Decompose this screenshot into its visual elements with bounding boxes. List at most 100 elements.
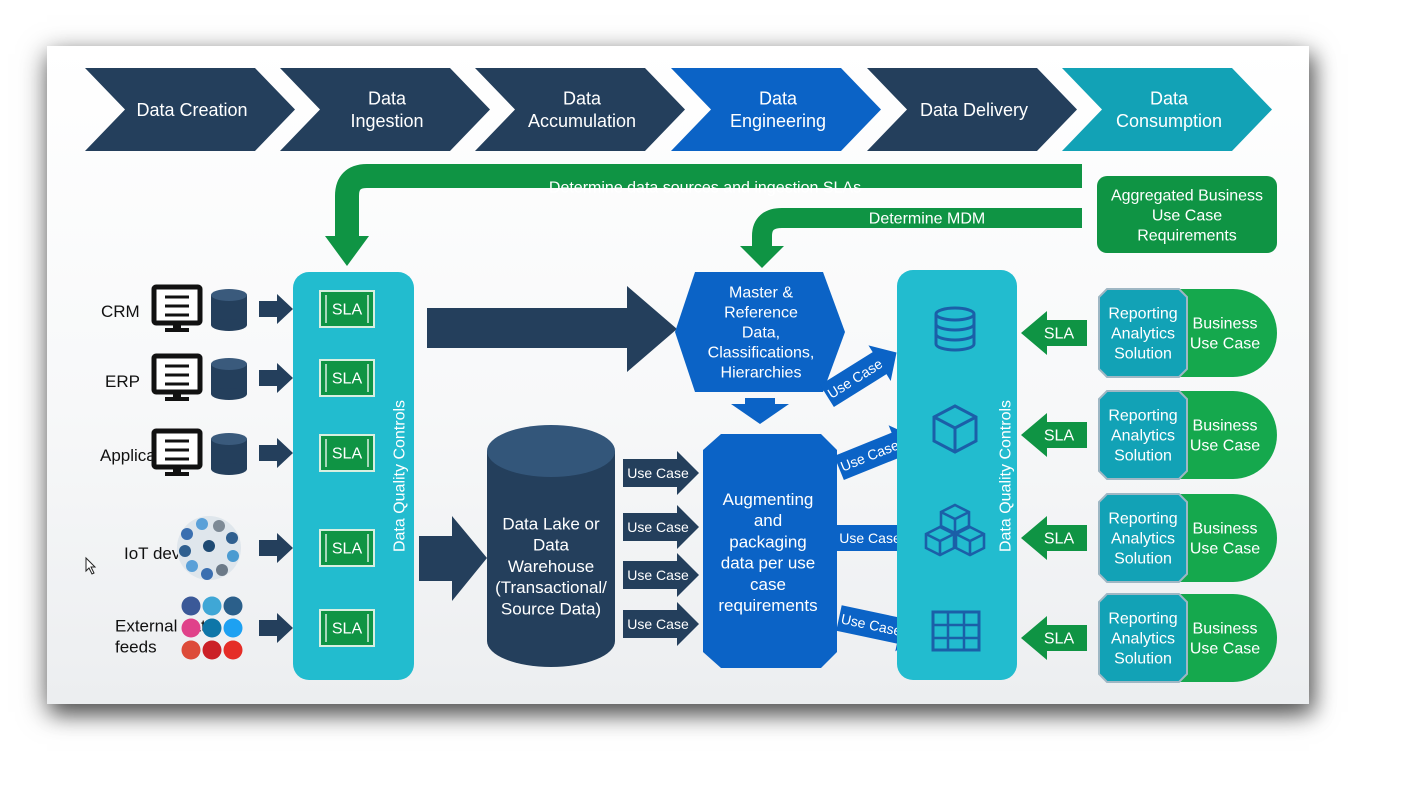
computer-icon-stand: [173, 392, 181, 398]
use-case-out-arrow-shape: [820, 345, 897, 408]
feedback-arrow-sources: [335, 164, 1082, 242]
sla-badge: [319, 290, 375, 328]
use-case-arrow: [623, 451, 699, 495]
stage-chevron: [671, 68, 881, 151]
database-icon-bottom: [211, 463, 247, 475]
iot-device-dot: [216, 564, 228, 576]
stage-label: Data Delivery: [920, 100, 1028, 120]
iot-device-dot: [203, 540, 215, 552]
sla-arrow-label: SLA: [1044, 631, 1075, 648]
sla-arrow-left: [1021, 413, 1087, 457]
master-to-augment-arrow: [731, 398, 789, 424]
social-media-icon: [223, 640, 243, 660]
computer-icon-base: [165, 397, 189, 401]
sla-arrow-label: SLA: [1044, 326, 1075, 343]
delivery-dqc-panel: [897, 270, 1017, 680]
stage-chevron: [85, 68, 295, 151]
database-icon-body: [934, 314, 976, 352]
mouse-cursor-icon: [85, 556, 97, 575]
sla-arrow-label: SLA: [1044, 531, 1075, 548]
requirements-box: [1097, 176, 1277, 253]
stage-chevron: [475, 68, 685, 151]
stage-label: Data Creation: [136, 100, 247, 120]
iot-device-dot: [226, 532, 238, 544]
social-media-icon: [202, 596, 222, 616]
feedback-label-mdm: Determine MDM: [869, 211, 985, 228]
stage-chevron: [1062, 68, 1272, 151]
feedback-arrow-mdm: [752, 208, 1082, 251]
computer-icon-stand: [173, 467, 181, 473]
social-media-icon: [202, 618, 222, 638]
cube-icon: [932, 404, 978, 454]
reporting-solution-box: [1098, 288, 1188, 378]
use-case-label: Use Case: [627, 567, 689, 583]
use-case-label: Use Case: [627, 616, 689, 632]
sla-label: SLA: [332, 621, 363, 638]
sla-label: SLA: [332, 371, 363, 388]
sla-arrow-label: SLA: [1044, 428, 1075, 445]
social-media-icon: [181, 618, 201, 638]
reporting-solution-box: [1098, 390, 1188, 480]
iot-device-dot: [201, 568, 213, 580]
source-arrow: [259, 533, 293, 563]
source-label: ERP: [105, 372, 140, 391]
stage-chevron: [280, 68, 490, 151]
use-case-label: Use Case: [839, 530, 901, 546]
source-arrow: [259, 294, 293, 324]
cubes-icon: [924, 525, 956, 557]
dqc-label-delivery: Data Quality Controls: [998, 400, 1015, 552]
master-data-hexagon: [675, 272, 845, 392]
use-case-arrow: [623, 553, 699, 597]
sla-arrow-left: [1021, 516, 1087, 560]
sla-badge: [319, 529, 375, 567]
augmenting-box: [703, 434, 837, 668]
source-arrow: [259, 613, 293, 643]
table-grid-icon: [931, 610, 981, 652]
feedback-label-sources: Determine data sources and ingestion SLA…: [549, 180, 861, 197]
source-arrow: [259, 438, 293, 468]
feedback-arrowhead: [325, 236, 369, 266]
sla-label: SLA: [332, 302, 363, 319]
cubes-icon: [939, 503, 971, 535]
flow-arrow-master: [427, 286, 677, 372]
use-case-arrow: [623, 602, 699, 646]
use-case-arrow: [623, 505, 699, 549]
dqc-label-ingestion: Data Quality Controls: [392, 400, 409, 552]
business-use-case-capsule: [1167, 494, 1277, 582]
use-case-label: Use Case: [627, 465, 689, 481]
social-media-icon: [223, 618, 243, 638]
flow-arrow-lake: [419, 516, 487, 601]
sla-badge: [319, 359, 375, 397]
use-case-label: Use Case: [627, 519, 689, 535]
iot-device-dot: [181, 528, 193, 540]
table-grid-lines: [933, 612, 979, 650]
iot-device-dot: [227, 550, 239, 562]
sla-badge: [319, 434, 375, 472]
social-media-icon: [223, 596, 243, 616]
social-media-icon: [202, 640, 222, 660]
database-icon-top: [211, 358, 247, 370]
business-use-case-capsule: [1167, 391, 1277, 479]
feedback-arrowhead: [740, 246, 784, 268]
sla-arrow-left: [1021, 616, 1087, 660]
use-case-out-arrow-shape: [834, 425, 916, 481]
database-icon-top: [211, 433, 247, 445]
database-icon-rings: [934, 323, 976, 342]
source-label: CRM: [101, 302, 140, 321]
stage-chevron: [867, 68, 1077, 151]
